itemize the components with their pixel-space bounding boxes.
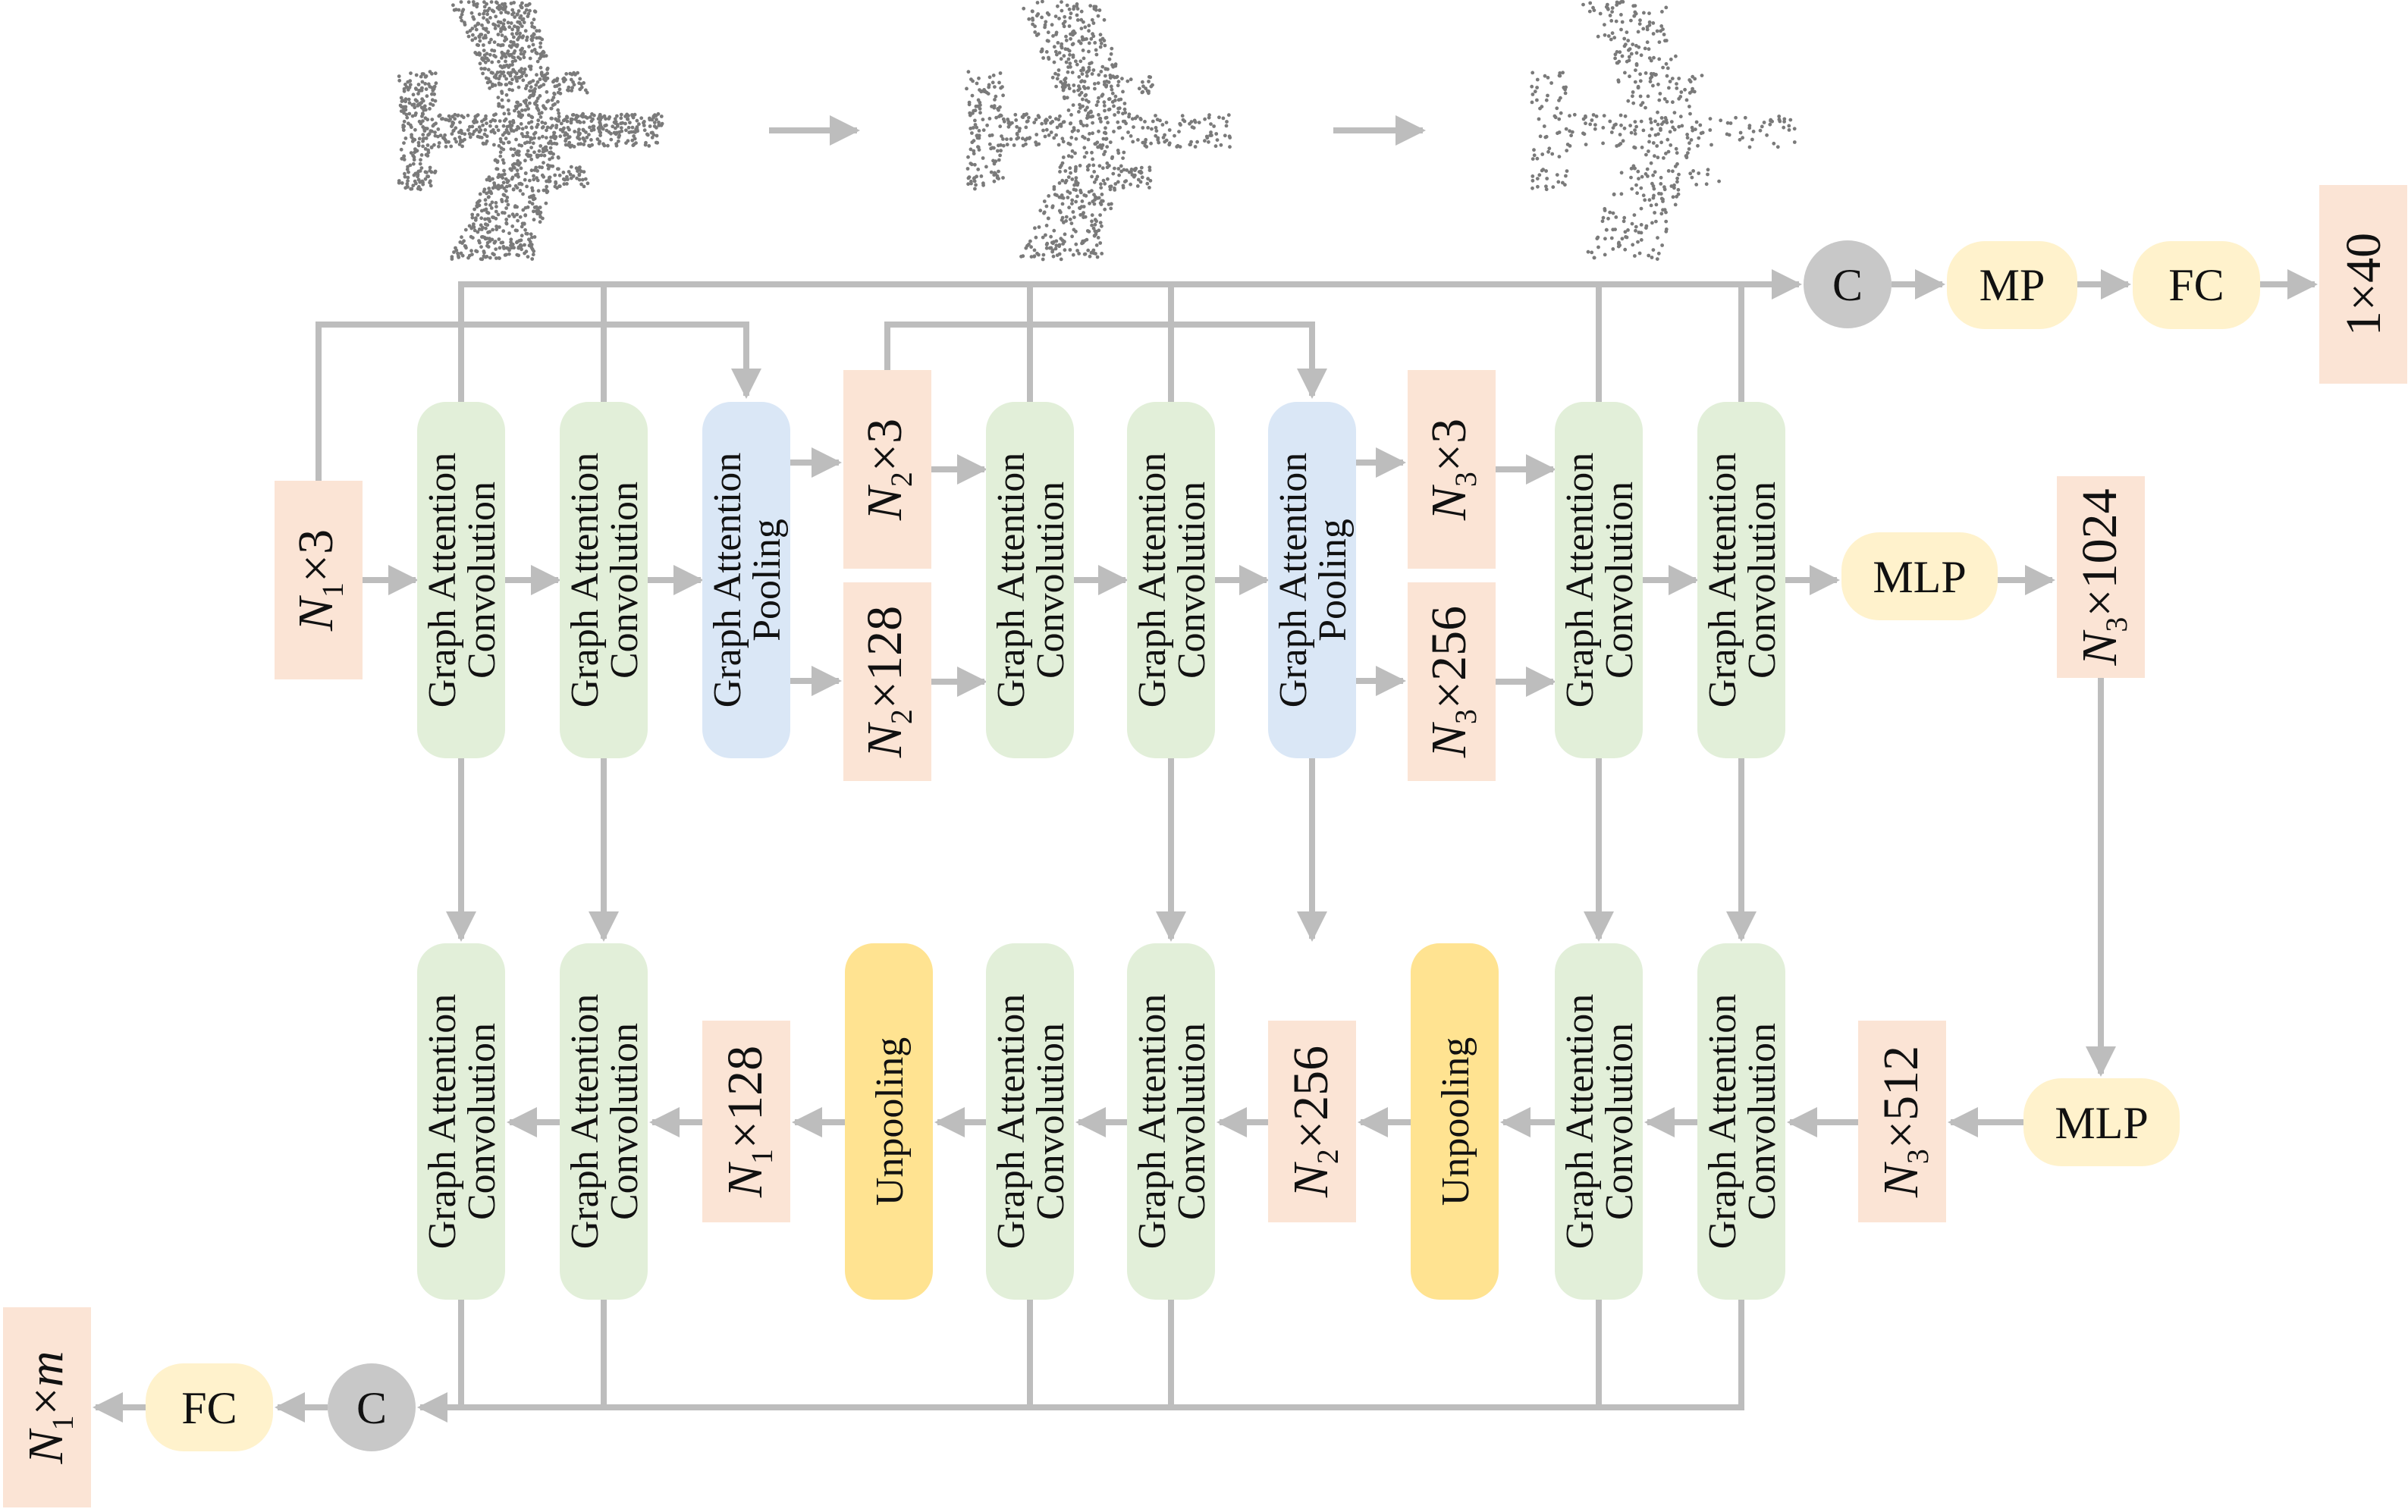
svg-text:Graph AttentionConvolution: Graph AttentionConvolution [421,994,504,1250]
decoder-dim-256-box: N2×256 [1268,1021,1356,1222]
global-feature-dim-box: N3×1024 [2057,476,2145,678]
svg-text:Graph AttentionConvolution: Graph AttentionConvolution [1131,994,1213,1250]
pool2-feature-dim-box: N3×256 [1408,582,1496,781]
svg-text:N3×256: N3×256 [1421,606,1483,758]
svg-text:Graph AttentionConvolution: Graph AttentionConvolution [1131,453,1213,708]
encoder-pool-block-6: Graph AttentionPooling [1268,402,1356,758]
svg-text:N2×128: N2×128 [857,606,918,758]
classification-concat-node: C [1804,240,1892,328]
decoder-dim-128-box: N1×128 [702,1021,790,1222]
input-dim-box: N1×3 [275,481,363,679]
connection-lines [93,115,2318,1423]
svg-text:Graph AttentionConvolution: Graph AttentionConvolution [990,994,1072,1250]
svg-text:C: C [1832,260,1863,310]
segmentation-head: C FC N1×m [3,1307,416,1507]
svg-text:MP: MP [1979,260,2045,310]
svg-text:Graph AttentionConvolution: Graph AttentionConvolution [564,994,646,1250]
classification-head: C MP FC 1×40 [1804,185,2407,384]
decoder-gac-block-8: Graph AttentionConvolution [1697,943,1785,1300]
svg-text:Graph AttentionConvolution: Graph AttentionConvolution [1701,994,1784,1250]
segmentation-output-box: N1×m [3,1307,91,1507]
svg-text:N1×128: N1×128 [717,1046,779,1198]
svg-text:N1×3: N1×3 [288,529,350,632]
decoder-mlp: MLP [2023,1078,2180,1166]
svg-text:Graph AttentionConvolution: Graph AttentionConvolution [1559,994,1641,1250]
encoder-pool-block-3: Graph AttentionPooling [702,402,790,758]
max-pool-node: MP [1947,241,2077,329]
svg-text:Graph AttentionPooling: Graph AttentionPooling [1272,453,1355,708]
encoder-gac-block-5: Graph AttentionConvolution [1127,402,1215,758]
pool2-xyz-dim-box: N3×3 [1408,370,1496,569]
decoder-gac-block-1: Graph AttentionConvolution [417,943,505,1300]
encoder-gac-block-7: Graph AttentionConvolution [1555,402,1643,758]
xyz-to-pool2 [884,322,1327,399]
segmentation-fc-node: FC [146,1363,273,1451]
encoder-gac-block-4: Graph AttentionConvolution [986,402,1074,758]
airplane-point-clouds [397,0,1797,262]
airplane-point-cloud-3 [1530,0,1797,261]
svg-text:Graph AttentionConvolution: Graph AttentionConvolution [1701,453,1784,708]
svg-text:Unpooling: Unpooling [868,1037,912,1206]
decoder-gac-block-7: Graph AttentionConvolution [1555,943,1643,1300]
decoder-unpool-block-6: Unpooling [1411,943,1499,1300]
svg-text:MLP: MLP [1873,552,1966,602]
svg-text:FC: FC [181,1383,237,1433]
svg-text:N3×1024: N3×1024 [2072,488,2133,666]
segmentation-concat-node: C [328,1363,416,1451]
pool1-feature-dim-box: N2×128 [843,582,931,781]
svg-text:FC: FC [2168,260,2224,310]
svg-text:Graph AttentionConvolution: Graph AttentionConvolution [1559,453,1641,708]
svg-text:N2×3: N2×3 [857,419,918,521]
concat-bus-top [458,269,1802,402]
svg-text:Graph AttentionConvolution: Graph AttentionConvolution [421,453,504,708]
airplane-point-cloud-2 [965,0,1232,262]
svg-text:Unpooling: Unpooling [1434,1037,1477,1206]
svg-text:N3×512: N3×512 [1873,1046,1935,1198]
classification-output-box: 1×40 [2319,185,2407,384]
svg-text:N3×3: N3×3 [1421,419,1483,521]
encoder-row: N1×3 Graph AttentionConvolution Graph Att… [275,370,2145,781]
concat-bus-bottom [417,1300,1744,1423]
svg-text:MLP: MLP [2055,1098,2148,1148]
decoder-dim-512-box: N3×512 [1858,1021,1946,1222]
encoder-gac-block-8: Graph AttentionConvolution [1697,402,1785,758]
encoder-gac-block-1: Graph AttentionConvolution [417,402,505,758]
pool1-xyz-dim-box: N2×3 [843,370,931,569]
svg-text:C: C [356,1383,387,1433]
decoder-gac-block-5: Graph AttentionConvolution [1127,943,1215,1300]
svg-text:1×40: 1×40 [2336,233,2391,336]
svg-text:N2×256: N2×256 [1283,1046,1345,1198]
decoder-row: Graph AttentionConvolution Graph Attentio… [417,943,2180,1300]
decoder-gac-block-4: Graph AttentionConvolution [986,943,1074,1300]
decoder-unpool-block-3: Unpooling [845,943,933,1300]
svg-text:Graph AttentionPooling: Graph AttentionPooling [706,453,789,708]
svg-text:N1×m: N1×m [18,1351,80,1465]
classification-fc-node: FC [2133,241,2260,329]
airplane-point-cloud-1 [397,0,664,262]
svg-text:Graph AttentionConvolution: Graph AttentionConvolution [564,453,646,708]
encoder-mlp: MLP [1841,532,1998,620]
encoder-gac-block-2: Graph AttentionConvolution [560,402,648,758]
decoder-gac-block-2: Graph AttentionConvolution [560,943,648,1300]
svg-text:Graph AttentionConvolution: Graph AttentionConvolution [990,453,1072,708]
xyz-to-pool1 [316,322,761,481]
